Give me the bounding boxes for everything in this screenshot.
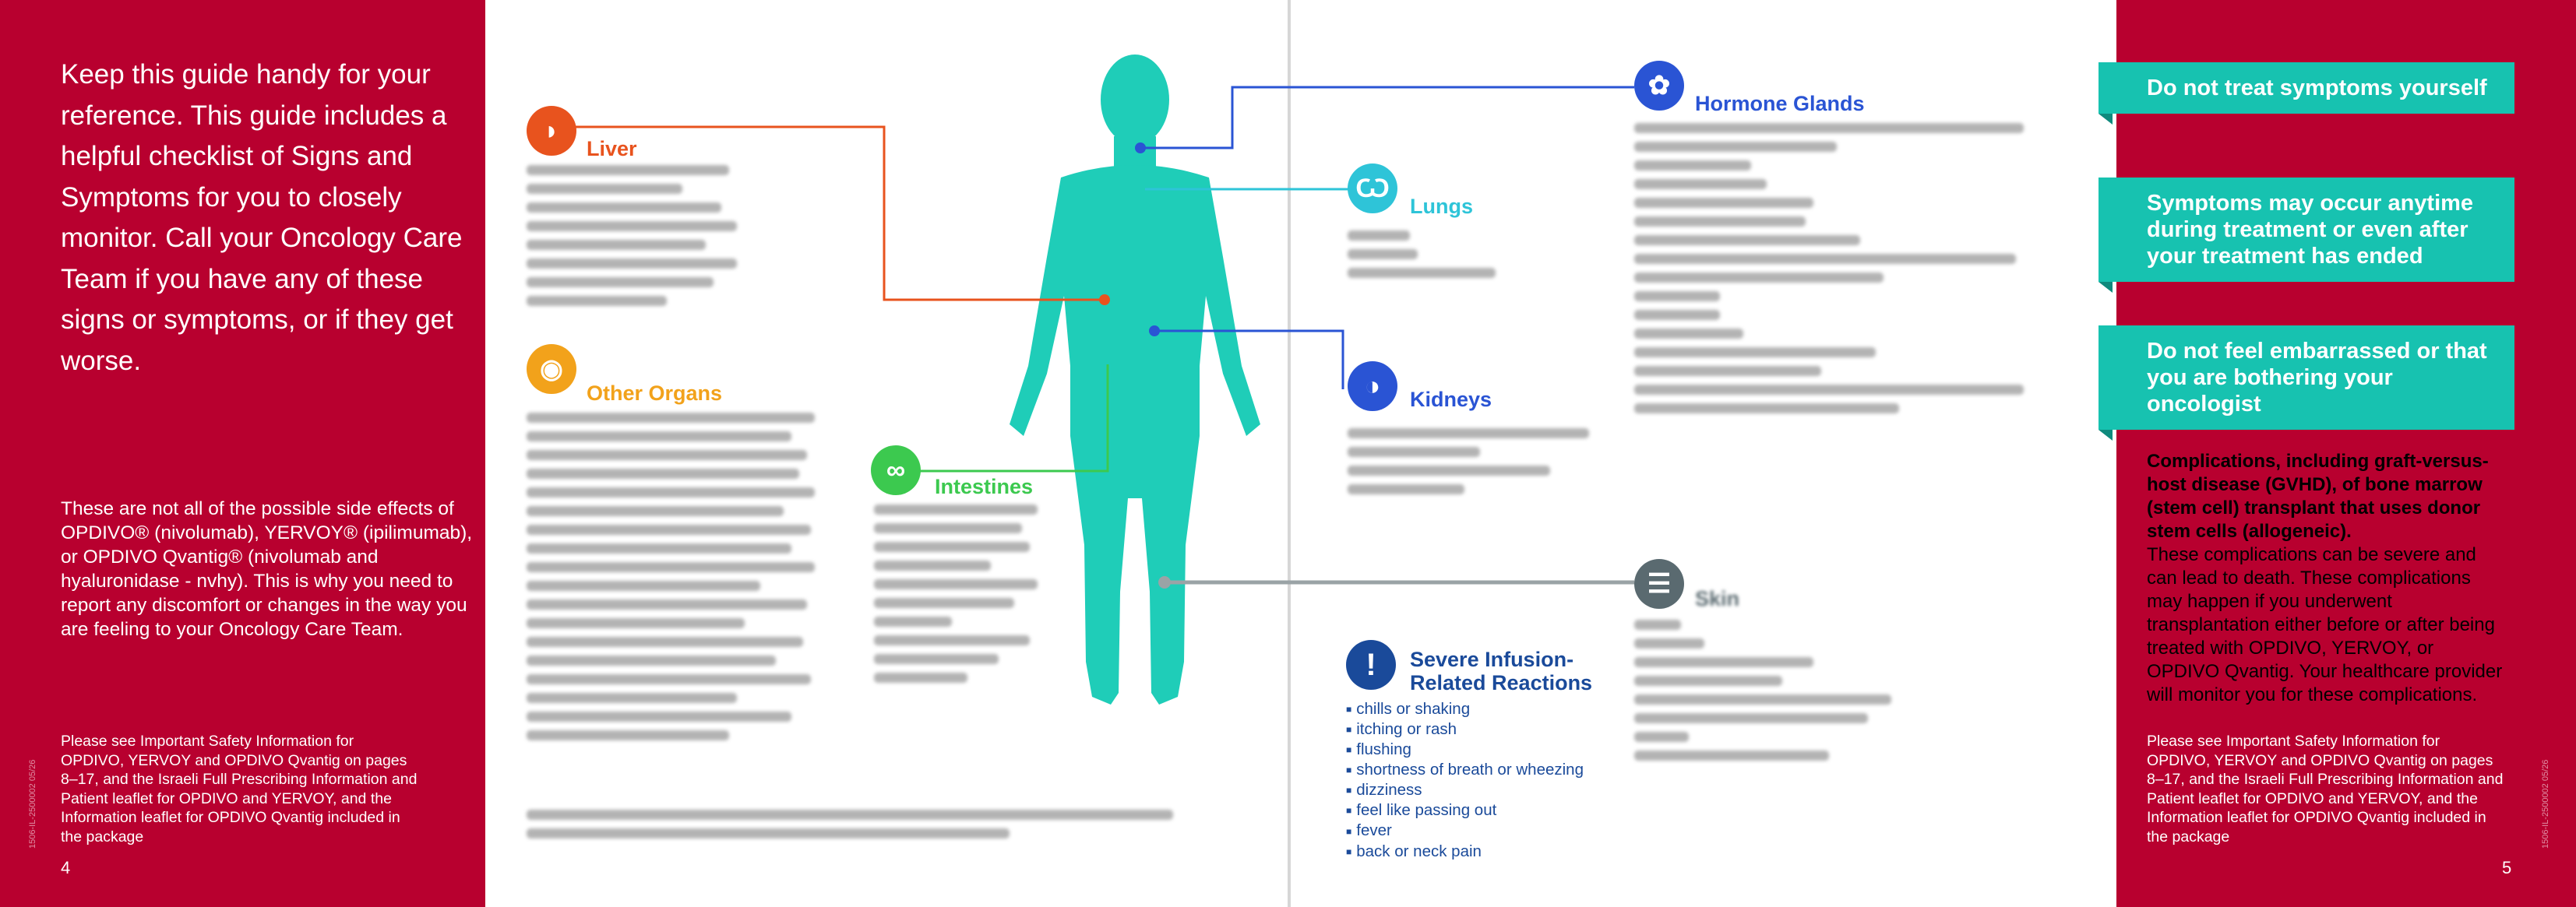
document-code-right: 1506-IL-2500002 05/26: [2541, 759, 2550, 849]
list-item: back or neck pain: [1346, 842, 1584, 862]
human-body-figure: [1010, 54, 1260, 705]
tip-box-symptoms-timing: Symptoms may occur anytime during treatm…: [2099, 178, 2514, 293]
kidneys-symptoms-list: [1348, 428, 1597, 503]
infusion-symptoms-list: chills or shaking itching or rash flushi…: [1346, 699, 1584, 862]
page-fold: [1288, 0, 1291, 907]
list-item: flushing: [1346, 740, 1584, 760]
page-number-right: 5: [2502, 858, 2512, 877]
right-info-panel: [2116, 0, 2576, 907]
intestines-connector: [919, 364, 1109, 473]
side-effects-disclaimer: These are not all of the possible side e…: [61, 498, 473, 640]
infusion-title-line2: Related Reactions: [1410, 671, 1593, 694]
lungs-title: Lungs: [1410, 195, 1473, 218]
skin-symptoms-list: [1634, 620, 1899, 769]
intestines-symptoms-list: [874, 504, 1045, 691]
kidney-icon: ◑: [1348, 361, 1397, 411]
list-item: itching or rash: [1346, 719, 1584, 740]
list-item: shortness of breath or wheezing: [1346, 760, 1584, 780]
kidneys-title: Kidneys: [1410, 388, 1492, 411]
safety-info-note: Please see Important Safety Information …: [61, 733, 418, 845]
liver-symptoms-list: [527, 165, 745, 315]
gvhd-warning: Complications, including graft-versus-ho…: [2147, 450, 2505, 707]
alert-icon: !: [1346, 640, 1396, 690]
liver-icon: ◗: [527, 106, 576, 156]
liver-title: Liver: [587, 137, 637, 160]
intro-text: Keep this guide handy for your reference…: [61, 59, 463, 376]
list-item: fever: [1346, 821, 1584, 841]
page-number-left: 4: [61, 858, 71, 877]
list-item: feel like passing out: [1346, 800, 1584, 821]
left-info-panel: Keep this guide handy for your reference…: [0, 0, 485, 907]
other-organs-title: Other Organs: [587, 381, 723, 405]
skin-title: Skin: [1695, 587, 1740, 610]
kidneys-connector: [1154, 329, 1344, 389]
tip-box-not-embarrassed: Do not feel embarrassed or that you are …: [2099, 325, 2514, 441]
infusion-title-line1: Severe Infusion-: [1410, 648, 1574, 671]
lungs-symptoms-list: [1348, 230, 1503, 287]
hormone-symptoms-list: [1634, 123, 2032, 422]
list-item: dizziness: [1346, 780, 1584, 800]
skin-icon: ☰: [1634, 559, 1684, 609]
gvhd-heading: Complications, including graft-versus-ho…: [2147, 451, 2489, 542]
intestine-icon: ∞: [871, 445, 921, 495]
safety-info-note-right: Please see Important Safety Information …: [2147, 733, 2504, 845]
hormone-connector: [1140, 86, 1634, 149]
thyroid-icon: ✿: [1634, 61, 1684, 111]
organs-icon: ◉: [527, 344, 576, 394]
intestines-title: Intestines: [935, 475, 1034, 498]
list-item: chills or shaking: [1346, 699, 1584, 719]
bottom-note-blurred: [527, 810, 1181, 847]
gvhd-body: These complications can be severe and ca…: [2147, 544, 2503, 705]
other-organs-symptoms-list: [527, 413, 823, 749]
lungs-icon: Ѡ: [1348, 163, 1397, 213]
tip-box-no-self-treatment: Do not treat symptoms yourself: [2099, 62, 2514, 125]
hormone-glands-title: Hormone Glands: [1695, 92, 1865, 115]
liver-connector: [567, 125, 1105, 301]
